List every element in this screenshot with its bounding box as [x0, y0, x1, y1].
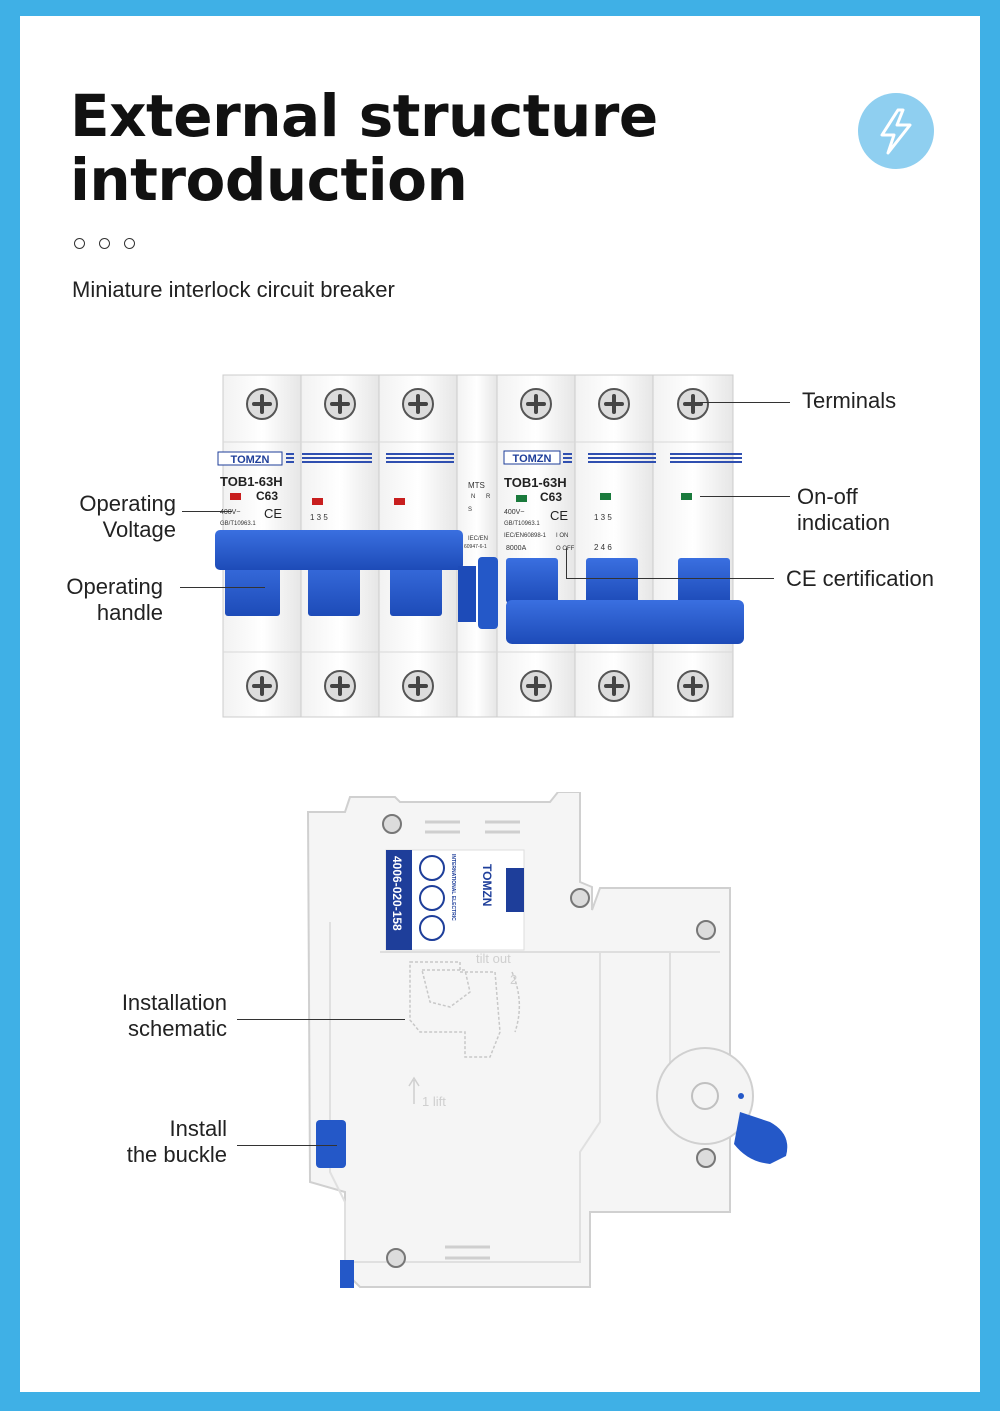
- dot: [99, 238, 110, 249]
- lightning-badge: [858, 93, 934, 169]
- svg-text:GB/T10963.1: GB/T10963.1: [504, 521, 540, 527]
- terminals-leader: [700, 402, 790, 403]
- svg-text:I ON: I ON: [556, 533, 568, 539]
- operating-handles[interactable]: [215, 530, 744, 644]
- terminal-screws-bottom: [246, 670, 709, 702]
- label-operating-handle: Operating handle: [66, 574, 163, 625]
- standard-left: GB/T10963.1: [220, 521, 256, 527]
- capacity-label: 8000A: [506, 545, 527, 552]
- svg-text:O OFF: O OFF: [556, 546, 575, 552]
- svg-text:400V~: 400V~: [504, 509, 524, 516]
- buckle-leader: [237, 1145, 337, 1146]
- side-label: 4006-020-158 TOMZN INTERNATIONAL ELECTRI…: [385, 849, 525, 951]
- label-terminals: Terminals: [802, 388, 897, 413]
- handle-leader: [180, 587, 265, 588]
- ce-leader: [566, 578, 774, 579]
- ce-leader-vertical: [566, 548, 567, 578]
- label-ce-certification: CE certification: [786, 566, 934, 591]
- model-left: TOB1-63H: [220, 474, 283, 489]
- pole-numbers-left: 1 3 5: [310, 513, 328, 522]
- svg-text:IEC/EN60898-1: IEC/EN60898-1: [504, 533, 547, 539]
- company-text: INTERNATIONAL ELECTRIC: [450, 854, 456, 921]
- brand-right: TOMZN: [513, 453, 552, 465]
- lift-text: 1 lift: [422, 1094, 446, 1109]
- handle-dial: [656, 1047, 754, 1145]
- breaker-side-image: 4006-020-158 TOMZN INTERNATIONAL ELECTRI…: [306, 792, 788, 1288]
- label-operating-voltage: Operating Voltage: [79, 491, 176, 542]
- brand-left: TOMZN: [231, 454, 270, 466]
- svg-text:S: S: [468, 507, 472, 513]
- lightning-icon: [880, 108, 912, 155]
- decorative-dots: [74, 238, 135, 249]
- label-installation-schematic: Installation schematic: [121, 990, 227, 1041]
- page-subtitle: Miniature interlock circuit breaker: [72, 277, 395, 302]
- onoff-leader: [700, 496, 790, 497]
- svg-text:2: 2: [510, 972, 517, 987]
- voltage-left: 400V~: [220, 509, 240, 516]
- ce-mark-right: CE: [550, 508, 568, 523]
- pole-numbers-bottom: 2 4 6: [594, 543, 612, 552]
- side-brand: TOMZN: [480, 864, 494, 906]
- dot: [74, 238, 85, 249]
- rating-right: C63: [540, 490, 562, 504]
- side-screws: [382, 814, 716, 1268]
- page-title: External structure introduction: [70, 82, 658, 214]
- tilt-out-text: tilt out: [476, 951, 511, 966]
- blue-lever[interactable]: [734, 1112, 788, 1164]
- dot: [124, 238, 135, 249]
- breaker-front-image: TOMZN TOMZN TOB1-63H C63 400V~ CE GB/T10…: [215, 374, 744, 718]
- installation-leader: [237, 1019, 405, 1020]
- phone-number: 4006-020-158: [390, 856, 404, 931]
- mts-label: MTS: [468, 481, 485, 490]
- label-onoff-indication: On-off indication: [797, 484, 890, 535]
- svg-text:N: N: [471, 494, 475, 500]
- svg-text:R: R: [486, 494, 491, 500]
- iec-label: IEC/EN: [468, 536, 488, 542]
- svg-text:1 3 5: 1 3 5: [594, 513, 612, 522]
- svg-text:60947-6-1: 60947-6-1: [464, 544, 487, 550]
- ce-mark-left: CE: [264, 506, 282, 521]
- voltage-leader: [182, 511, 232, 512]
- installation-schematic: [409, 961, 521, 1058]
- model-right: TOB1-63H: [504, 475, 567, 490]
- install-buckle[interactable]: [316, 1120, 346, 1168]
- label-install-buckle: Install the buckle: [126, 1116, 227, 1167]
- rating-left: C63: [256, 489, 278, 503]
